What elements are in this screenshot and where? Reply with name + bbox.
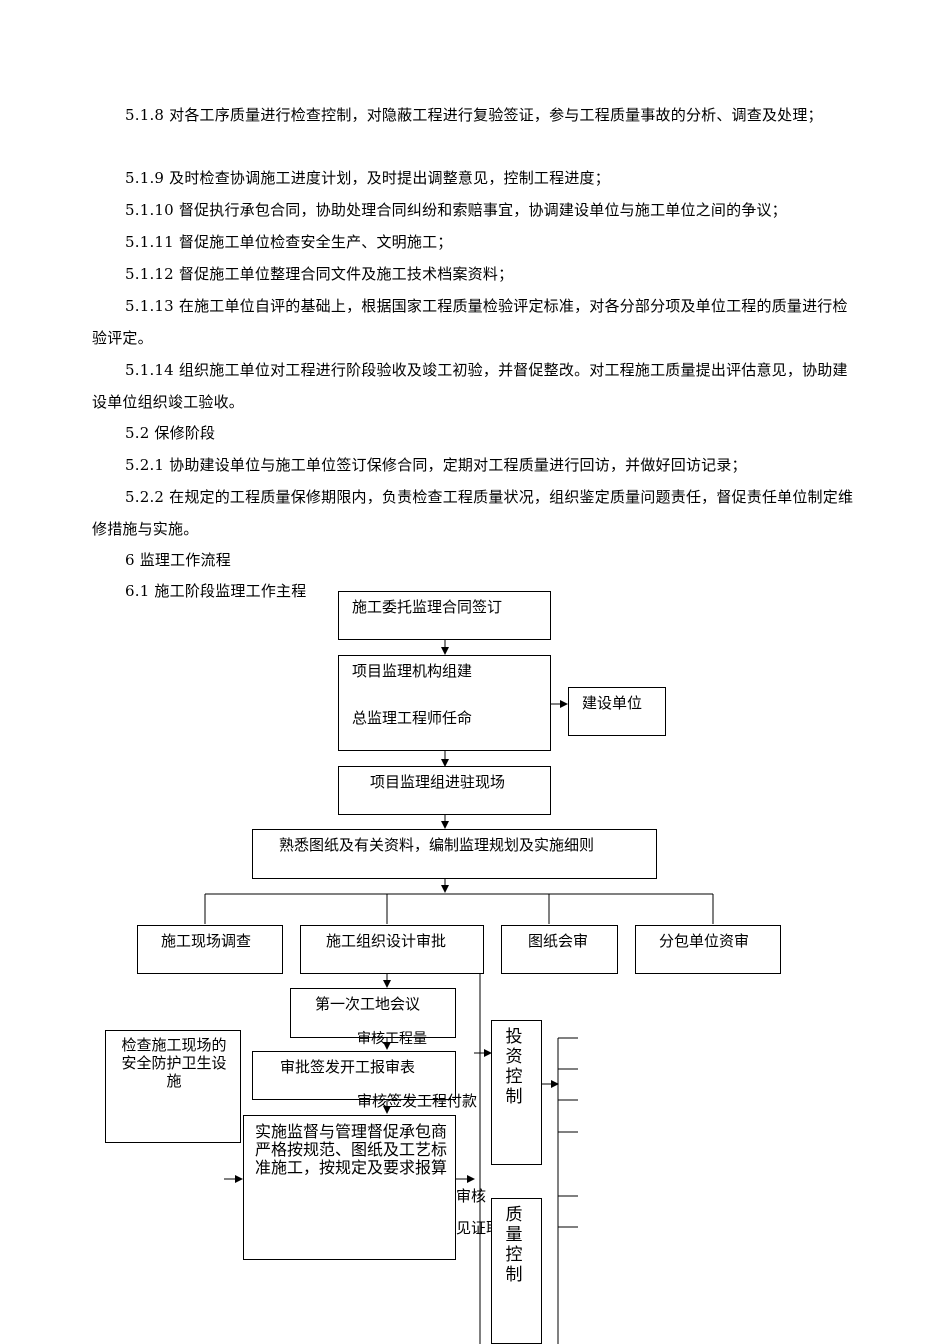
- review-quantity-label: 审核工程量: [357, 1031, 427, 1047]
- contract-signing-box: 施工委托监理合同签订: [338, 591, 551, 640]
- paragraph-5-1-10: 5.1.10 督促执行承包合同，协助处理合同纠纷和索赔事宜，协调建设单位与施工单…: [125, 201, 787, 219]
- paragraph-5-1-13: 5.1.13 在施工单位自评的基础上，根据国家工程质量检验评定标准，对各分部分项…: [92, 297, 848, 347]
- client-label: 建设单位: [582, 694, 643, 712]
- paragraph-5-2-2: 5.2.2 在规定的工程质量保修期限内，负责检查工程质量状况，组织鉴定质量问题责…: [92, 488, 854, 538]
- paragraph-5-1-8: 5.1.8 对各工序质量进行检查控制，对隐蔽工程进行复验签证，参与工程质量事故的…: [125, 106, 823, 124]
- subcontract-review-label: 分包单位资审: [659, 932, 750, 950]
- quality-control-box: 质量控制: [491, 1198, 542, 1344]
- heading-6: 6 监理工作流程: [125, 551, 231, 569]
- first-meeting-box: 第一次工地会议: [290, 988, 456, 1038]
- org-setup-label: 项目监理机构组建: [352, 662, 473, 680]
- supervise-label: 实施监督与管理督促承包商严格按规范、图纸及工艺标准施工，按规定及要求报算: [255, 1122, 448, 1177]
- enter-site-box: 项目监理组进驻现场: [338, 766, 551, 815]
- paragraph-5-1-9: 5.1.9 及时检查协调施工进度计划，及时提出调整意见，控制工程进度；: [125, 169, 610, 187]
- design-approval-label: 施工组织设计审批: [326, 932, 447, 950]
- first-meeting-label: 第一次工地会议: [315, 995, 421, 1013]
- drawing-review-box: 图纸会审: [501, 925, 618, 974]
- drawing-review-label: 图纸会审: [528, 932, 589, 950]
- quality-control-label: 质量控制: [505, 1205, 523, 1285]
- client-box: 建设单位: [568, 687, 666, 736]
- heading-6-1: 6.1 施工阶段监理工作主程: [125, 582, 307, 600]
- safety-check-box: 检查施工现场的安全防护卫生设施: [105, 1030, 241, 1143]
- review-label: 审核: [456, 1187, 487, 1205]
- safety-check-label: 检查施工现场的安全防护卫生设施: [121, 1036, 227, 1090]
- enter-site-label: 项目监理组进驻现场: [370, 773, 506, 791]
- heading-5-2: 5.2 保修阶段: [125, 424, 216, 442]
- paragraph-5-1-12: 5.1.12 督促施工单位整理合同文件及施工技术档案资料；: [125, 265, 514, 283]
- subcontract-review-box: 分包单位资审: [635, 925, 781, 974]
- contract-signing-label: 施工委托监理合同签订: [352, 598, 503, 616]
- start-report-label: 审批签发开工报审表: [280, 1058, 416, 1076]
- site-survey-label: 施工现场调查: [161, 932, 252, 950]
- start-report-box: 审批签发开工报审表: [252, 1051, 456, 1100]
- org-setup-box: 项目监理机构组建 总监理工程师任命: [338, 655, 551, 751]
- familiarize-box: 熟悉图纸及有关资料，编制监理规划及实施细则: [252, 829, 657, 879]
- supervise-box: 实施监督与管理督促承包商严格按规范、图纸及工艺标准施工，按规定及要求报算: [243, 1115, 456, 1260]
- investment-control-box: 投资控制: [491, 1020, 542, 1165]
- familiarize-label: 熟悉图纸及有关资料，编制监理规划及实施细则: [279, 836, 595, 854]
- design-approval-box: 施工组织设计审批: [300, 925, 484, 974]
- paragraph-5-1-11: 5.1.11 督促施工单位检查安全生产、文明施工；: [125, 233, 453, 251]
- chief-engineer-label: 总监理工程师任命: [352, 709, 473, 727]
- paragraph-5-2-1: 5.2.1 协助建设单位与施工单位签订保修合同，定期对工程质量进行回访，并做好回…: [125, 456, 747, 474]
- review-payment-label: 审核签发工程付款: [357, 1092, 478, 1110]
- investment-control-label: 投资控制: [505, 1027, 523, 1107]
- paragraph-5-1-14: 5.1.14 组织施工单位对工程进行阶段验收及竣工初验，并督促整改。对工程施工质…: [92, 361, 848, 411]
- site-survey-box: 施工现场调查: [137, 925, 283, 974]
